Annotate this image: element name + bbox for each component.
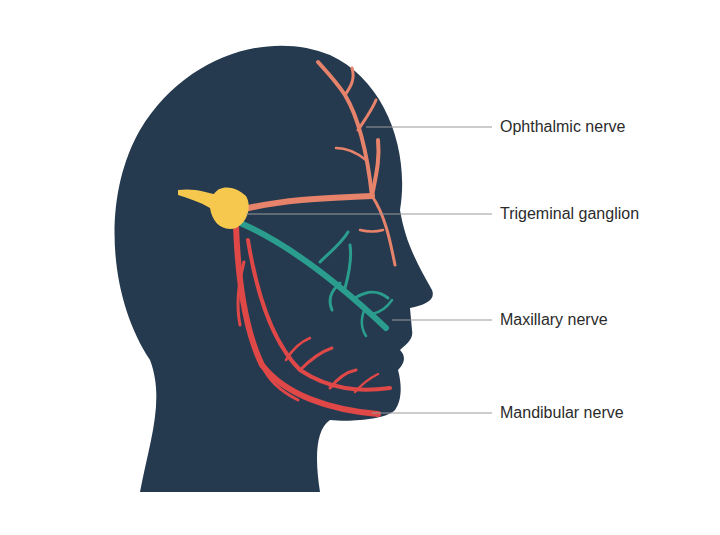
nerve-label: Mandibular nerve [500,403,624,422]
leader-lines [246,127,492,413]
nerve-label: Maxillary nerve [500,310,608,329]
head-silhouette [115,46,433,492]
trigeminal-ganglion [178,187,249,228]
leader-line [392,319,492,320]
mandibular-nerve [236,226,390,414]
leader-line [372,412,492,413]
nerve-label: Ophthalmic nerve [500,117,625,136]
leader-line [246,213,492,214]
leader-line [366,126,492,127]
maxillary-nerve [238,222,392,336]
nerve-label: Trigeminal ganglion [500,204,639,223]
